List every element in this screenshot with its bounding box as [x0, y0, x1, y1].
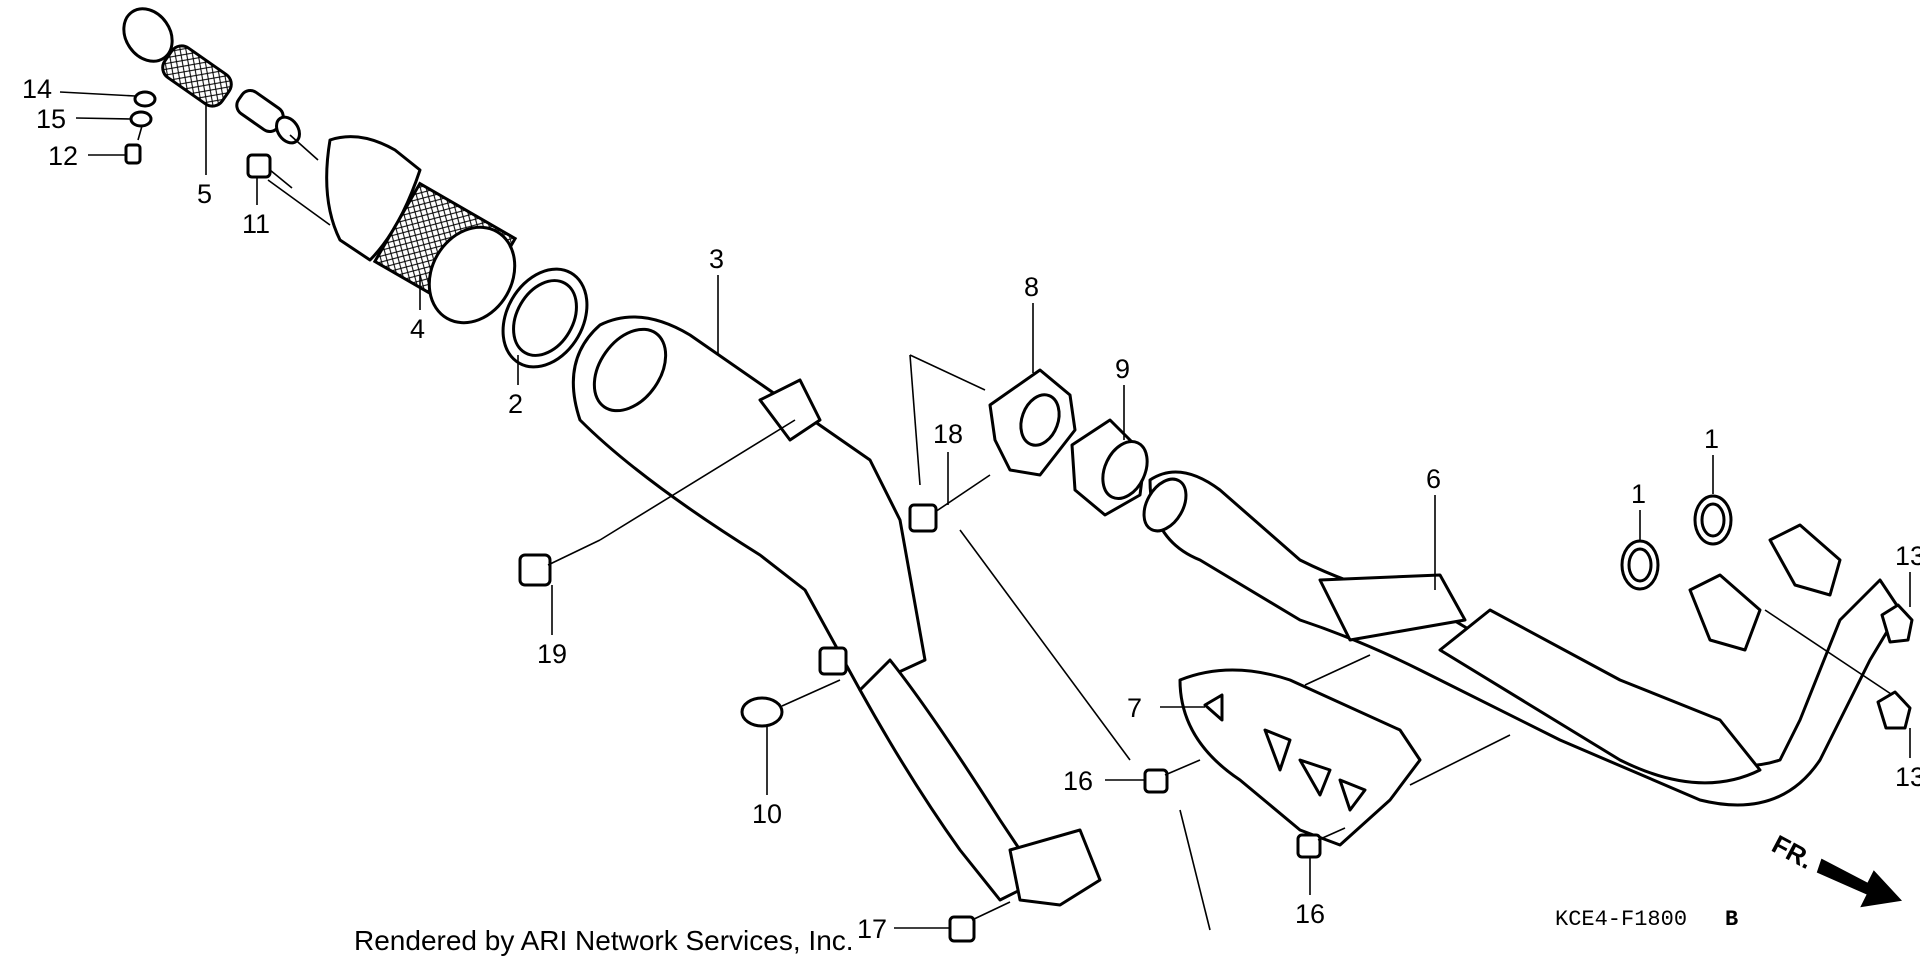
label-10: 10	[752, 726, 782, 829]
diagram-code-suffix: B	[1725, 907, 1738, 932]
label-text: 9	[1115, 354, 1130, 384]
label-text: 7	[1127, 693, 1142, 723]
part-10-damper	[740, 679, 841, 728]
label-16b: 16	[1295, 858, 1325, 929]
label-13b: 13	[1895, 728, 1920, 792]
label-text: 5	[197, 179, 212, 209]
label-text: 6	[1426, 464, 1441, 494]
label-text: 18	[933, 419, 963, 449]
part-14-washer	[133, 90, 157, 108]
part-8-clamp	[988, 368, 1077, 477]
fr-label: FR.	[1767, 829, 1818, 875]
label-text: 11	[242, 209, 270, 239]
part-13-nut-upper	[1880, 603, 1914, 644]
part-5-spark-arrester	[122, 7, 301, 145]
part-1-gasket-b	[1693, 494, 1733, 546]
label-text: 13	[1895, 762, 1920, 792]
part-6-exhaust-pipe	[1142, 470, 1902, 807]
label-text: 3	[709, 244, 724, 274]
label-7: 7	[1127, 693, 1205, 723]
label-text: 16	[1295, 899, 1325, 929]
label-text: 1	[1704, 424, 1719, 454]
part-2-gasket	[501, 267, 589, 369]
label-1b: 1	[1704, 424, 1719, 494]
part-12-bolt	[124, 125, 143, 165]
label-9: 9	[1115, 354, 1130, 440]
label-18: 18	[933, 419, 963, 505]
label-17: 17	[857, 914, 950, 944]
label-text: 10	[752, 799, 782, 829]
label-text: 14	[22, 74, 52, 104]
part-18-bolt	[908, 474, 991, 533]
arrow-icon	[1816, 858, 1903, 908]
label-1a: 1	[1631, 479, 1646, 540]
label-text: 13	[1895, 541, 1920, 571]
credit-text: Rendered by ARI Network Services, Inc.	[354, 925, 854, 956]
part-9-sleeve	[1070, 418, 1149, 517]
label-12: 12	[48, 141, 126, 171]
label-text: 1	[1631, 479, 1646, 509]
part-17-bolt	[948, 901, 1011, 943]
label-4: 4	[410, 275, 425, 344]
diagram-code: KCE4-F1800 B	[1555, 907, 1738, 932]
label-8: 8	[1024, 272, 1039, 373]
label-2: 2	[508, 355, 523, 419]
part-15-nut	[129, 110, 153, 128]
part-16-bolt-a	[1143, 759, 1201, 794]
label-6: 6	[1426, 464, 1441, 590]
label-text: 16	[1063, 766, 1093, 796]
diagram-code-text: KCE4-F1800	[1555, 907, 1687, 932]
part-19-bolt	[518, 419, 796, 587]
part-11-bolt	[246, 153, 331, 226]
label-15: 15	[36, 104, 132, 134]
label-text: 8	[1024, 272, 1039, 302]
label-text: 4	[410, 314, 425, 344]
label-text: 12	[48, 141, 78, 171]
label-11: 11	[242, 177, 270, 239]
label-text: 19	[537, 639, 567, 669]
label-3: 3	[709, 244, 724, 355]
label-16a: 16	[1063, 766, 1145, 796]
part-1-gasket-a	[1620, 539, 1660, 591]
label-text: 2	[508, 389, 523, 419]
label-14: 14	[22, 74, 136, 104]
label-text: 15	[36, 104, 66, 134]
label-text: 17	[857, 914, 887, 944]
part-16-bolt-b	[1296, 827, 1346, 859]
part-7-heat-shield	[1178, 654, 1511, 847]
part-13-nut-lower	[1876, 690, 1912, 730]
front-direction-arrow: FR.	[1767, 829, 1903, 908]
label-5: 5	[197, 105, 212, 209]
label-13a: 13	[1895, 541, 1920, 607]
label-19: 19	[537, 585, 567, 669]
part-3-muffler	[571, 315, 1102, 907]
leader-lines-clamp-group	[909, 354, 1211, 931]
part-4-baffle	[289, 134, 518, 325]
